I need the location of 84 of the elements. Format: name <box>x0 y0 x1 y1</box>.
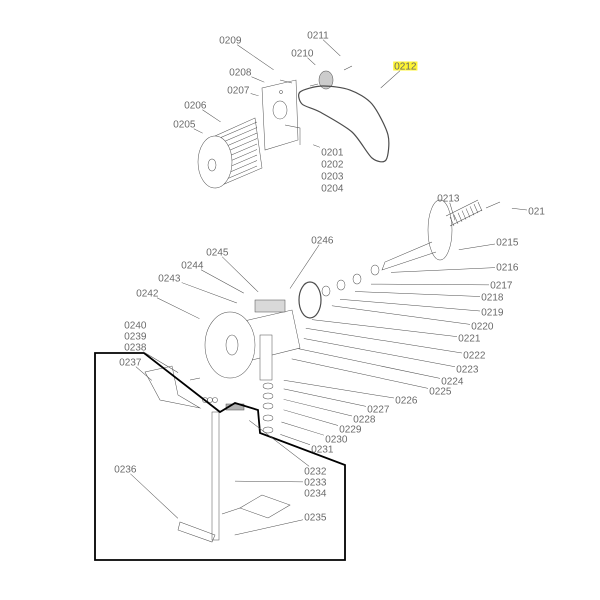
callout-number: 0244 <box>182 261 204 269</box>
callout-number: 0219 <box>482 308 503 316</box>
leader-line <box>284 380 394 398</box>
leader-line <box>156 298 200 319</box>
leader-line <box>340 298 480 312</box>
leader-line <box>312 144 320 148</box>
leader-line <box>290 244 320 289</box>
callout-number: 0231 <box>312 445 333 453</box>
leader-line <box>298 348 440 379</box>
callout-number: 0222 <box>464 351 485 359</box>
leader-line <box>390 267 496 273</box>
leader-line <box>248 420 310 467</box>
leader-line <box>234 480 304 482</box>
callout-number: 0206 <box>184 101 206 109</box>
leader-line <box>136 366 152 381</box>
callout-number: 0208 <box>230 68 251 76</box>
leader-line <box>280 434 310 445</box>
leader-line <box>181 282 238 304</box>
leader-line <box>322 40 341 56</box>
leader-line <box>512 208 528 210</box>
leader-line <box>370 284 490 286</box>
callout-number: 0201 <box>322 148 343 156</box>
callout-number: 0221 <box>458 334 480 342</box>
leader-line <box>222 256 258 292</box>
callout-number: 0240 <box>124 321 146 329</box>
leader-line <box>283 388 366 407</box>
leader-line <box>450 202 456 221</box>
callout-number: 0203 <box>322 172 343 180</box>
leader-line <box>251 76 265 82</box>
callout-number: 0212 <box>393 61 418 71</box>
callout-number: 0224 <box>442 377 464 385</box>
callout-number: 0236 <box>114 465 136 473</box>
leader-line <box>143 352 178 373</box>
callout-number: 0209 <box>220 36 241 44</box>
callout-number: 0242 <box>136 289 158 297</box>
callout-number: 0207 <box>228 86 249 94</box>
callout-number: 0205 <box>174 120 196 128</box>
leader-line <box>194 128 203 134</box>
leader-line <box>380 70 400 88</box>
callout-number: 0235 <box>304 513 326 521</box>
callout-number: 0202 <box>322 160 343 168</box>
leader-line <box>281 422 324 436</box>
leader-line <box>354 291 480 297</box>
leader-line <box>250 93 259 96</box>
callout-number: 0234 <box>304 489 326 497</box>
leader-line <box>200 270 244 294</box>
callout-number: 021 <box>528 207 544 215</box>
callout-number: 0228 <box>354 415 375 423</box>
leader-line <box>283 410 338 426</box>
callout-number: 0245 <box>206 248 228 256</box>
callout-number: 0213 <box>438 194 460 202</box>
callout-number: 0223 <box>456 365 478 373</box>
callout-number: 0215 <box>496 238 518 246</box>
leader-line <box>291 358 428 389</box>
callout-number: 0225 <box>430 387 452 395</box>
leader-line <box>130 474 178 519</box>
callout-number: 0232 <box>304 467 326 475</box>
callout-number: 0237 <box>120 358 141 366</box>
leader-line <box>202 110 221 122</box>
callout-number: 0243 <box>158 274 180 282</box>
callout-number: 0210 <box>292 49 314 57</box>
leader-line <box>234 520 304 536</box>
leader-line <box>332 306 470 325</box>
callout-number: 0229 <box>340 425 361 433</box>
callout-number: 0220 <box>472 322 494 330</box>
callout-number: 0204 <box>322 184 344 192</box>
callout-number: 0227 <box>368 405 389 413</box>
callout-number: 0246 <box>312 236 333 244</box>
leader-line <box>283 399 352 416</box>
callout-number: 0211 <box>308 31 328 39</box>
leader-line <box>312 319 458 337</box>
leader-line <box>236 44 274 70</box>
callout-number: 0230 <box>326 435 348 443</box>
leader-line <box>458 244 496 250</box>
leader-line <box>304 338 456 367</box>
callout-number: 0217 <box>490 281 512 289</box>
callout-number: 0239 <box>124 332 146 340</box>
leader-line <box>307 58 316 66</box>
callout-number: 0233 <box>304 478 326 486</box>
callout-number: 0216 <box>496 263 518 271</box>
callout-number: 0238 <box>124 343 146 351</box>
callout-number: 0226 <box>396 396 418 404</box>
callout-number: 0218 <box>482 293 504 301</box>
leader-line <box>306 328 462 354</box>
